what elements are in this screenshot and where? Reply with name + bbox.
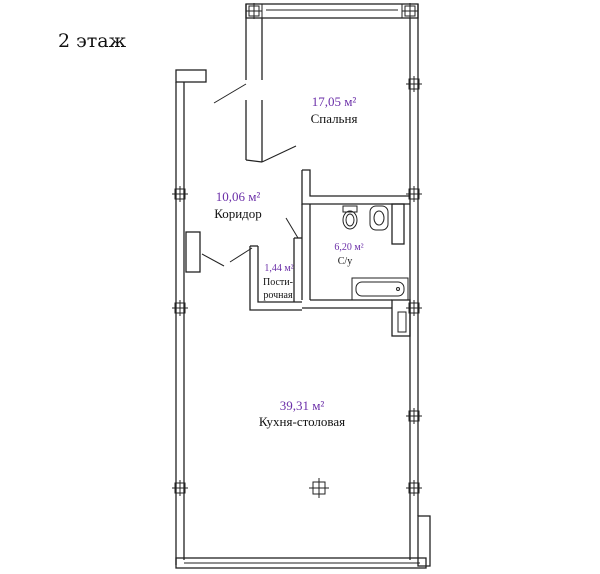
bathroom-walls [301, 169, 411, 337]
column-marker [406, 408, 422, 424]
doors [201, 83, 299, 267]
column-marker [402, 3, 418, 19]
column-markers [172, 3, 422, 496]
column-marker [172, 480, 188, 496]
toilet-icon [342, 205, 358, 230]
floor-label: 2 этаж [58, 30, 127, 52]
corridor-name: Коридор [214, 206, 262, 221]
bedroom-name: Спальня [311, 111, 358, 126]
bathroom-area: 6,20 м² [334, 242, 363, 253]
column-marker [172, 300, 188, 316]
pantry-name-line2: рочная [263, 290, 293, 301]
column-marker [246, 3, 262, 19]
column-marker [406, 186, 422, 202]
pantry-walls [249, 237, 302, 311]
kitchen-area: 39,31 м² [280, 398, 325, 413]
kitchen-name: Кухня-столовая [259, 414, 345, 429]
ceiling-light-icon [309, 478, 329, 498]
column-marker [406, 300, 422, 316]
column-marker [406, 76, 422, 92]
bathtub-icon [351, 277, 409, 301]
bedroom-area: 17,05 м² [312, 94, 357, 109]
outer-walls [175, 3, 431, 569]
sink-icon [369, 205, 389, 231]
column-marker [406, 480, 422, 496]
bathroom-name: С/у [338, 256, 352, 267]
corridor-area: 10,06 м² [216, 189, 261, 204]
column-marker [172, 186, 188, 202]
pantry-name-line1: Пости- [263, 277, 293, 288]
pantry-area: 1,44 м² [264, 263, 293, 274]
